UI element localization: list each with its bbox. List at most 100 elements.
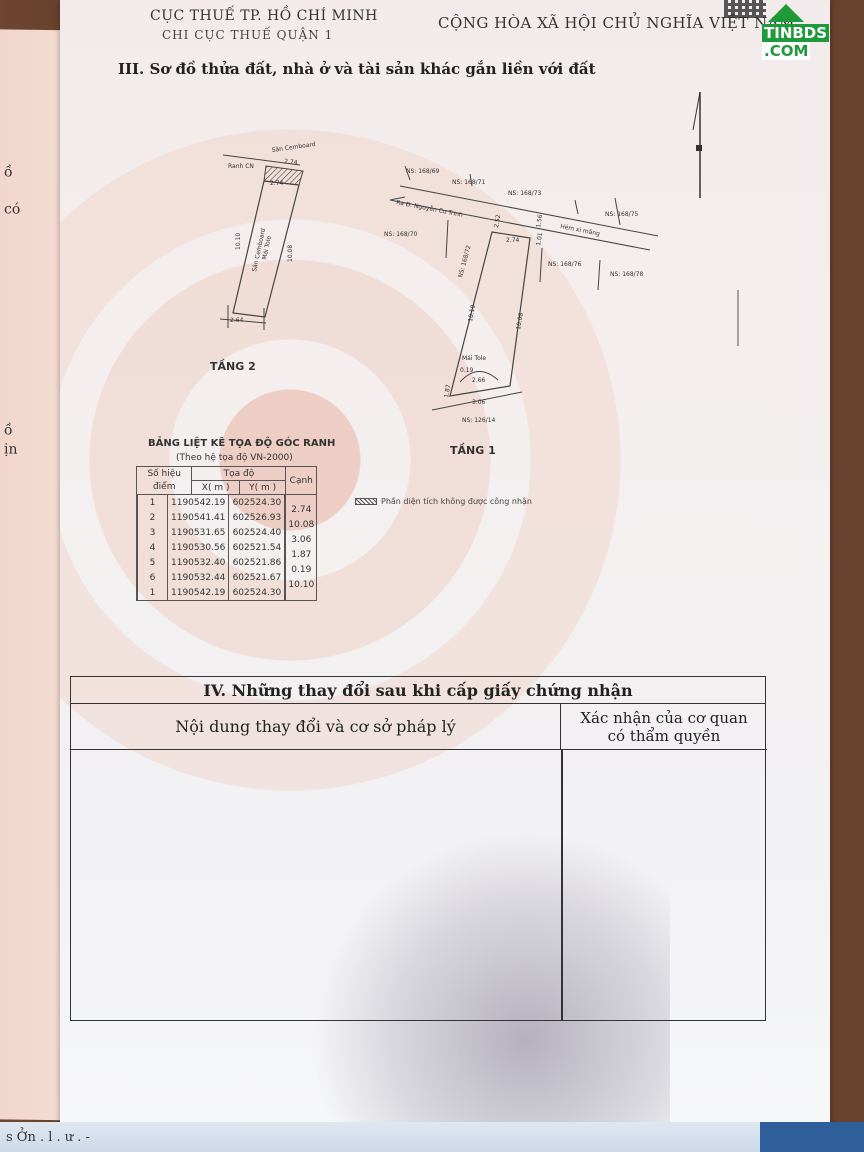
floor1-neighbor: NS: 168/69	[406, 168, 440, 175]
left-page-fragment: có	[4, 201, 21, 218]
legend: Phần diện tích không được công nhận	[355, 497, 532, 506]
floor1-dim-left: 10.10	[467, 304, 477, 322]
logo-line2: .COM	[762, 42, 811, 60]
bottom-paper-strip: s Ởn . l . ư . -	[0, 1122, 864, 1152]
edge-length: 2.74	[291, 505, 312, 515]
floor1-dim-d3: 1.01	[535, 232, 544, 247]
col2-line2: có thẩm quyền	[607, 727, 721, 745]
floor1-dim-right: 10.08	[515, 312, 525, 330]
col2-line1: Xác nhận của cơ quan	[580, 709, 748, 727]
edge-length: 10.08	[288, 520, 315, 530]
coord-cell-p: 4	[137, 540, 168, 555]
floor1-alley: Hẻm xi măng	[560, 223, 601, 238]
section-3-title: III. Sơ đồ thửa đất, nhà ở và tài sản kh…	[118, 60, 596, 78]
left-page-fragment: ồ	[4, 164, 13, 181]
house-roof-icon	[768, 4, 804, 22]
floor2-label: TẦNG 2	[210, 359, 256, 373]
floor1-dim-top: 2.74	[506, 237, 520, 244]
national-header: CỘNG HÒA XÃ HỘI CHỦ NGHĨA VIỆT NAM	[438, 14, 795, 32]
bottom-fragment: s Ởn . l . ư . -	[6, 1130, 90, 1145]
legend-text: Phần diện tích không được công nhận	[381, 497, 532, 506]
floor1-neighbor: NS: 168/78	[610, 271, 644, 278]
coord-cell-y: 602521.67	[228, 570, 286, 585]
issuer-header: CỤC THUẾ TP. HỒ CHÍ MINH	[150, 8, 378, 24]
col-toa-do: Tọa độ	[191, 466, 287, 481]
edge-lengths-column: 2.74 10.08 3.06 1.87 0.19 10.10	[285, 494, 318, 601]
coord-cell-p: 1	[137, 495, 168, 510]
column-change-content: Nội dung thay đổi và cơ sở pháp lý	[71, 704, 561, 750]
coord-cell-y: 602524.30	[228, 585, 286, 600]
col-y: Y( m )	[238, 480, 287, 495]
floor-2-plan: Sân Cemboard 2.74 Ranh CN 2.74 10.10 10.…	[210, 141, 316, 373]
left-page-fragment: ịn	[4, 441, 18, 458]
coord-cell-y: 602524.30	[228, 495, 286, 510]
floor1-dim-bottom: 3.06	[472, 399, 486, 406]
coord-cell-p: 3	[137, 525, 168, 540]
coord-cell-x: 1190532.44	[166, 570, 230, 585]
floor2-dim-left: 10.10	[235, 233, 242, 250]
floor1-roof-label: Mái Tole	[462, 355, 486, 362]
floor1-street: Ra Đ. Nguyễn Cư Trinh	[396, 199, 464, 219]
floor1-neighbor: NS: 168/76	[548, 261, 582, 268]
column-divider	[561, 750, 563, 1020]
floor1-dim-c3: 1.87	[443, 384, 452, 399]
hatch-swatch-icon	[355, 498, 377, 505]
floor2-dim-top: 2.74	[284, 158, 298, 166]
floor-1-plan: NS: 168/69 NS: 168/71 NS: 168/73 NS: 168…	[384, 165, 659, 457]
floor1-neighbor: NS: 168/72	[457, 244, 472, 278]
edge-length: 0.19	[291, 565, 312, 575]
section-4-title: IV. Những thay đổi sau khi cấp giấy chứn…	[71, 677, 765, 704]
issuer-subheader: CHI CỤC THUẾ QUẬN 1	[162, 28, 334, 42]
coord-cell-p: 6	[137, 570, 168, 585]
coordinate-table: Số hiệu Tọa độ Cạnh điểm X( m ) Y( m ) 1…	[135, 466, 318, 601]
coord-cell-x: 1190541.41	[166, 510, 230, 525]
coord-cell-p: 1	[137, 585, 168, 600]
change-content-cell[interactable]	[71, 752, 561, 1020]
land-plot-diagram: Sân Cemboard 2.74 Ranh CN 2.74 10.10 10.…	[210, 91, 739, 457]
floor1-dim-c1: 0.19	[460, 367, 474, 374]
floor2-roof-label: Mái Tole	[261, 235, 273, 260]
section-4-changes-table: IV. Những thay đổi sau khi cấp giấy chứn…	[70, 676, 767, 1021]
floor1-neighbor: NS: 168/70	[384, 231, 418, 238]
coord-cell-x: 1190530.56	[166, 540, 230, 555]
coord-cell-x: 1190531.65	[166, 525, 230, 540]
blue-object	[760, 1122, 864, 1152]
coord-cell-y: 602521.54	[228, 540, 286, 555]
floor1-neighbor: NS: 126/14	[462, 417, 496, 424]
edge-length: 3.06	[291, 535, 312, 545]
floor2-dim-top-inner: 2.74	[270, 180, 284, 187]
coord-table-title: BẢNG LIỆT KÊ TỌA ĐỘ GÓC RANH	[148, 438, 336, 449]
floor1-dim-c2: 2.66	[472, 377, 486, 384]
logo-line1: TINBDS	[762, 24, 830, 42]
floor2-dim-bottom: 2.64	[230, 317, 244, 324]
north-arrow-icon	[692, 91, 702, 198]
floor1-dim-d1: 2.52	[493, 214, 502, 229]
floor1-label: TẦNG 1	[450, 443, 496, 457]
certificate-page: CỤC THUẾ TP. HỒ CHÍ MINH CHI CỤC THUẾ QU…	[60, 0, 830, 1130]
authority-confirmation-cell[interactable]	[563, 752, 767, 1020]
floor2-ranh: Ranh CN	[228, 163, 254, 170]
coord-cell-p: 2	[137, 510, 168, 525]
tinbds-logo: TINBDS .COM	[758, 2, 830, 62]
left-page-fragment: ồ	[4, 422, 13, 439]
floor2-dim-right: 10.08	[287, 245, 294, 262]
coord-cell-y: 602526.93	[228, 510, 286, 525]
col-so-hieu: Số hiệu	[135, 466, 193, 481]
floor1-neighbor: NS: 168/71	[452, 179, 486, 186]
floor2-top-label: Sân Cemboard	[271, 141, 316, 154]
coord-table-subtitle: (Theo hệ tọa độ VN-2000)	[176, 453, 293, 463]
column-authority-confirmation: Xác nhận của cơ quan có thẩm quyền	[561, 704, 767, 750]
edge-length: 1.87	[291, 550, 312, 560]
coord-cell-x: 1190542.19	[166, 495, 230, 510]
coord-cell-p: 5	[137, 555, 168, 570]
floor1-neighbor: NS: 168/73	[508, 190, 542, 197]
col-canh: Cạnh	[285, 466, 318, 495]
edge-length: 10.10	[288, 580, 315, 590]
floor1-dim-d2: 1.56	[535, 214, 544, 229]
